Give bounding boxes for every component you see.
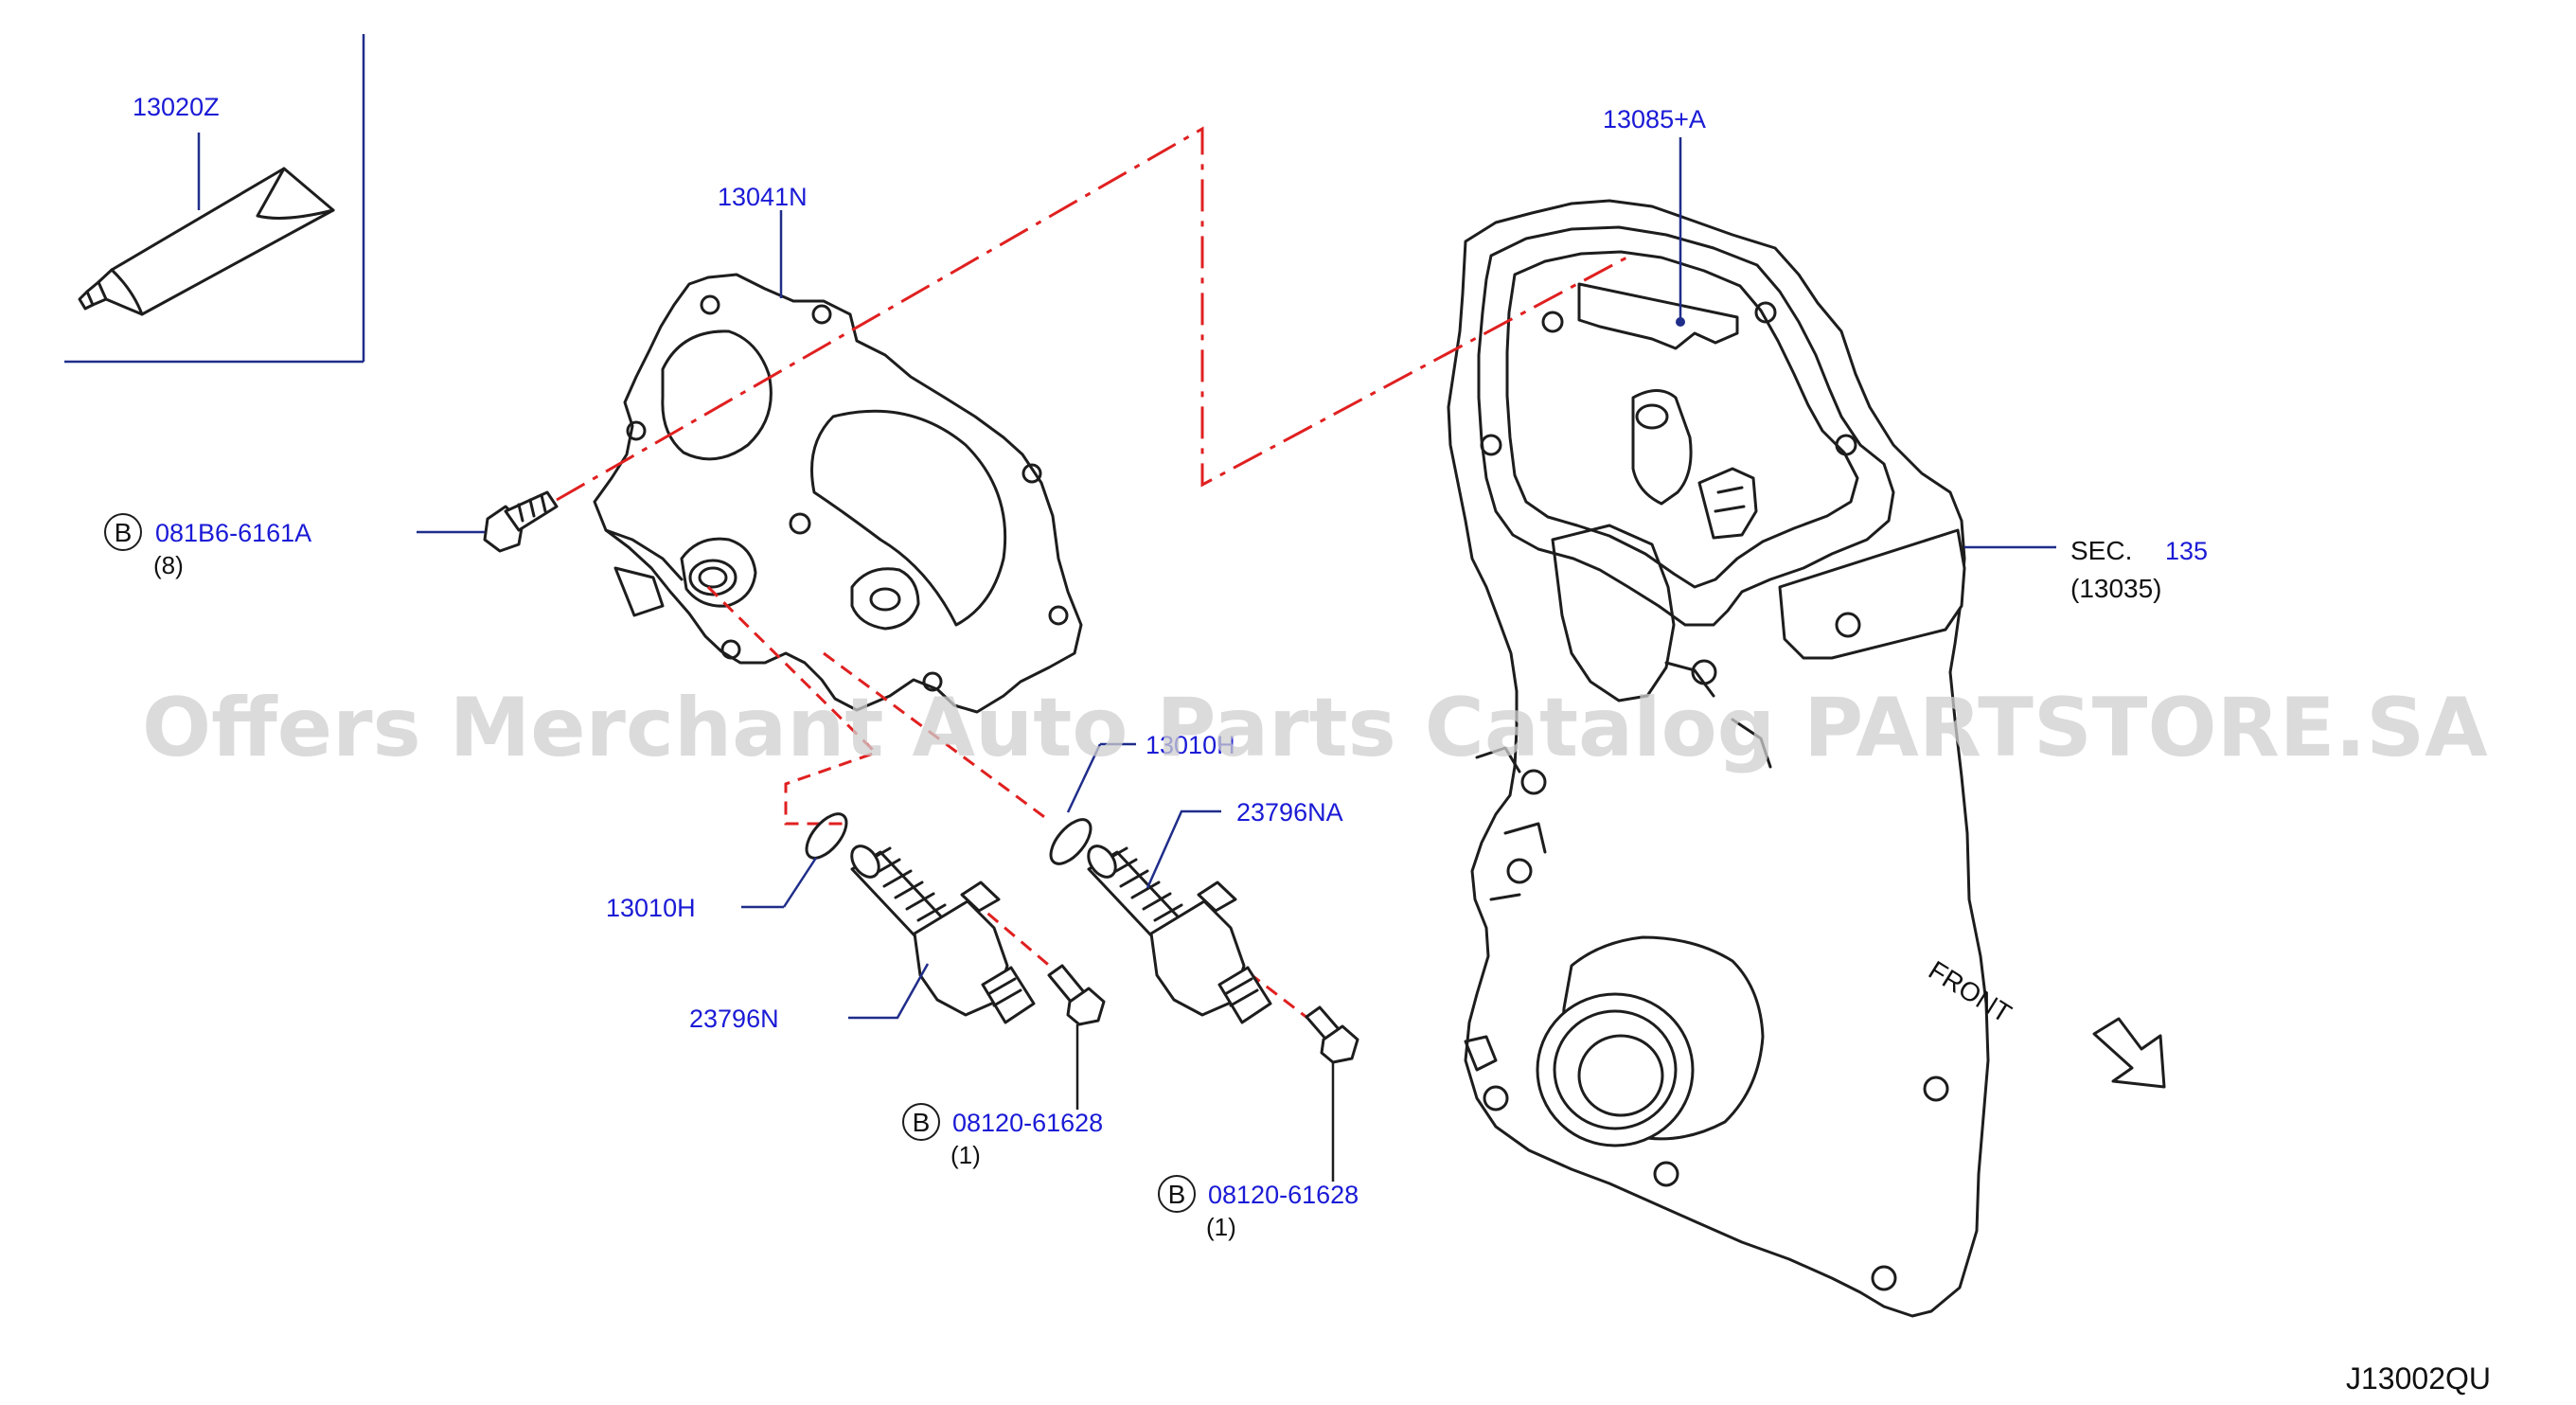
leader-13010h-right-diag: [1066, 743, 1102, 813]
badge-b: B: [913, 1108, 931, 1137]
part-08120-61628-left: 08120-61628: [952, 1109, 1103, 1137]
oring-left-drawing: [805, 812, 848, 860]
callout-08120-61628-right[interactable]: B 08120-61628 (1): [1158, 1175, 1359, 1241]
front-cover-sub-drawing: [593, 273, 1083, 714]
part-08120-61628-right: 08120-61628: [1208, 1181, 1359, 1209]
leader-dot-13085a: [1676, 317, 1685, 327]
qty-08120-61628-left: (1): [950, 1141, 981, 1169]
diagram-code: J13002QU: [2346, 1361, 2491, 1396]
watermark: Offers Merchant Auto Parts Catalog PARTS…: [142, 681, 2488, 775]
solenoid-bolt-left-drawing: [1047, 964, 1106, 1026]
sec-number: 135: [2165, 537, 2208, 565]
leader-13010h-left-diag: [782, 857, 818, 908]
callout-23796na[interactable]: 23796NA: [1236, 798, 1343, 827]
callout-13010h-left[interactable]: 13010H: [606, 894, 696, 922]
solenoid-bolt-right-drawing: [1305, 1005, 1359, 1064]
valve-timing-left-drawing: [850, 845, 1036, 1024]
leader-23796na: [1146, 809, 1221, 889]
callout-23796n[interactable]: 23796N: [689, 1005, 779, 1033]
front-arrow-icon: [2092, 1017, 2166, 1089]
badge-b: B: [115, 518, 133, 547]
badge-b: B: [1168, 1180, 1186, 1209]
link-lines: [556, 126, 1631, 1026]
callout-13010h-right[interactable]: 13010H: [1146, 731, 1235, 759]
cover-bolt-drawing: [483, 490, 559, 553]
callout-13085a[interactable]: 13085+A: [1603, 105, 1706, 133]
callout-sec-135[interactable]: SEC. 135 (13035): [2070, 536, 2208, 603]
liquid-gasket-inset: [64, 34, 365, 364]
qty-081b6-6161a: (8): [153, 551, 184, 579]
leader-23796n: [848, 963, 930, 1020]
callout-081b6-6161a[interactable]: B 081B6-6161A (8): [104, 513, 311, 579]
part-081b6-6161a: 081B6-6161A: [155, 519, 311, 547]
callout-13020z[interactable]: 13020Z: [133, 93, 220, 121]
timing-cover-drawing: [1447, 199, 1990, 1318]
qty-08120-61628-right: (1): [1206, 1213, 1236, 1241]
liquid-gasket-tube-drawing: [78, 167, 335, 316]
callout-08120-61628-left[interactable]: B 08120-61628 (1): [902, 1103, 1103, 1169]
sec-ref: (13035): [2070, 574, 2162, 603]
valve-timing-right-drawing: [1087, 845, 1272, 1024]
oring-right-drawing: [1049, 818, 1093, 865]
sec-label: SEC.: [2070, 536, 2132, 565]
callout-13041n[interactable]: 13041N: [718, 183, 808, 211]
